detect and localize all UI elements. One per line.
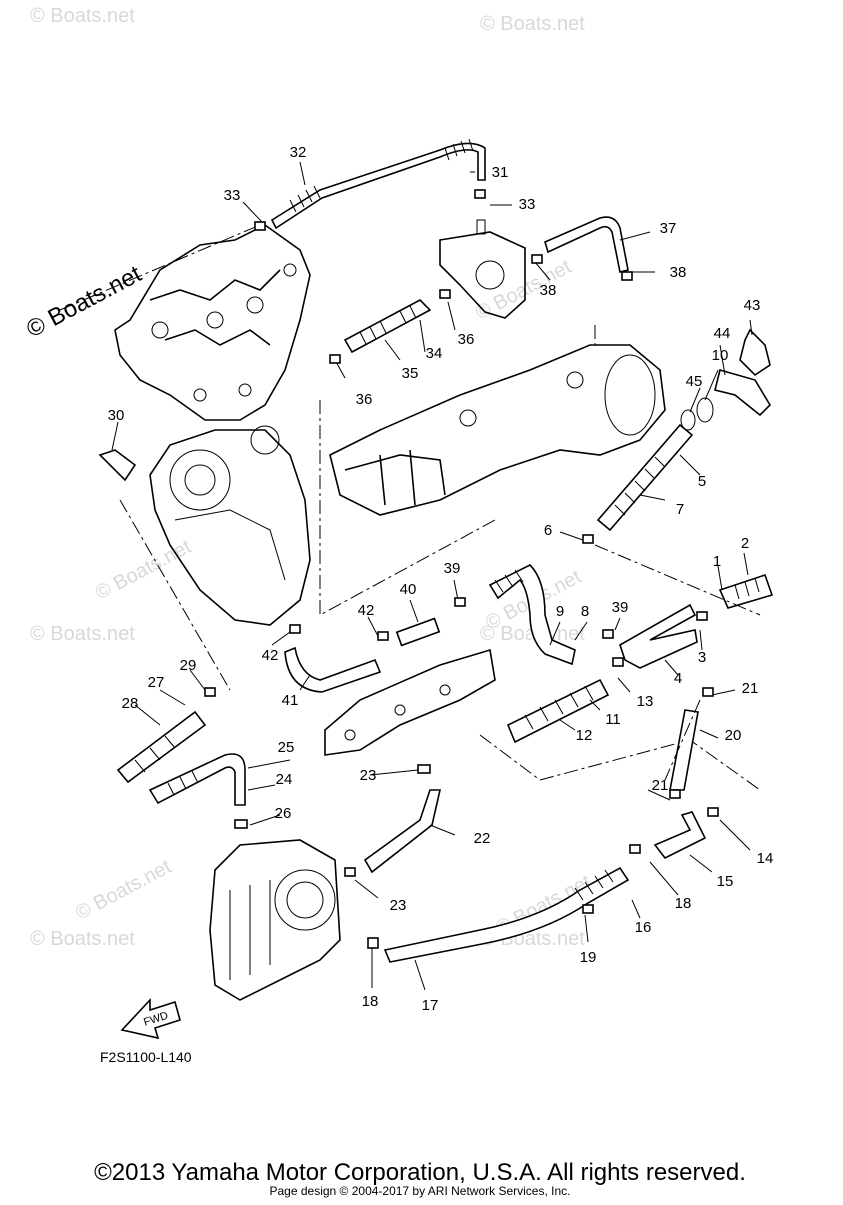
tee-15 [653,811,707,860]
diagram-id: F2S1100-L140 [100,1049,192,1065]
callout-20: 20 [725,727,742,744]
watermarks: © Boats.net © Boats.net © Boats.net © Bo… [30,5,595,950]
callout-15: 15 [717,873,734,890]
watermark: © Boats.net [30,5,135,27]
fitting-4 [619,603,698,669]
leader-lines [111,161,753,991]
hose-2 [718,573,774,609]
hose-24 [148,753,246,806]
callout-layer: 3231333337383836343536434410455763012394… [108,144,774,1014]
callout-32: 32 [290,144,307,161]
fwd-label: FWD [142,1010,170,1029]
callout-5: 5 [698,473,706,490]
callout-31: 31 [492,164,509,181]
seal-10 [696,397,714,423]
watermark: © Boats.net [30,928,135,950]
callout-25: 25 [278,739,295,756]
callout-24: 24 [276,771,293,788]
callout-38: 38 [670,264,687,281]
callout-28: 28 [122,695,139,712]
callout-4: 4 [674,670,682,687]
callout-18: 18 [675,895,692,912]
callout-41: 41 [282,692,299,709]
stator-housing [149,425,311,626]
hose-12 [506,678,610,744]
hose-17 [383,866,630,963]
watermark-main: © Boats.net [22,260,146,343]
copyright: ©2013 Yamaha Motor Corporation, U.S.A. A… [94,1159,746,1186]
callout-40: 40 [400,581,417,598]
callout-35: 35 [402,365,419,382]
callout-19: 19 [580,949,597,966]
callout-39: 39 [444,560,461,577]
hose-20 [669,709,699,791]
callout-7: 7 [676,501,684,518]
callout-22: 22 [474,830,491,847]
fwd-arrow: FWD [120,997,181,1040]
callout-26: 26 [275,805,292,822]
fitting-40 [395,617,441,647]
watermark: © Boats.net [72,856,175,925]
callout-11: 11 [605,711,621,728]
callout-43: 43 [744,297,761,314]
callout-37: 37 [660,220,677,237]
callout-10: 10 [712,347,729,364]
callout-23: 23 [360,767,377,784]
exhaust-pipe [329,344,666,516]
small-parts [204,189,719,949]
page-design: Page design © 2004-2017 by ARI Network S… [269,1184,570,1198]
fitting-43 [739,328,771,377]
callout-42: 42 [262,647,279,664]
clamp-30 [98,449,137,482]
callout-38: 38 [540,282,557,299]
exhaust-manifold [114,224,311,421]
hose-9 [488,564,576,666]
callout-3: 3 [698,649,706,666]
hose-35 [343,299,432,354]
hose-28 [116,710,207,784]
callout-36: 36 [356,391,373,408]
callout-12: 12 [576,727,593,744]
callout-23: 23 [390,897,407,914]
callout-9: 9 [556,603,564,620]
fitting-44 [714,369,772,417]
seal-45 [680,409,696,431]
watermark: © Boats.net [480,13,585,35]
watermark: © Boats.net [92,536,195,605]
intake-plate [324,648,496,756]
callout-39: 39 [612,599,629,616]
callout-44: 44 [714,325,731,342]
callout-17: 17 [422,997,439,1014]
callout-34: 34 [426,345,443,362]
callout-45: 45 [686,373,703,390]
callout-33: 33 [224,187,241,204]
callout-29: 29 [180,657,197,674]
pump-housing [209,839,341,1001]
callout-14: 14 [757,850,774,867]
callout-18: 18 [362,993,379,1010]
callout-33: 33 [519,196,536,213]
callout-6: 6 [544,522,552,539]
hose-32 [270,138,486,230]
callout-1: 1 [713,553,721,570]
watermark: © Boats.net [30,623,135,645]
hose-7 [596,423,694,532]
callout-27: 27 [148,674,165,691]
watermark: © Boats.net [472,256,575,325]
hose-41 [284,646,382,693]
callout-30: 30 [108,407,125,424]
callout-21: 21 [742,680,759,697]
callout-8: 8 [581,603,589,620]
callout-21: 21 [652,777,669,794]
callout-36: 36 [458,331,475,348]
hose-22 [363,789,442,874]
callout-13: 13 [637,693,654,710]
hose-37 [544,216,629,273]
water-block [439,219,526,319]
callout-16: 16 [635,919,652,936]
callout-42: 42 [358,602,375,619]
callout-2: 2 [741,535,749,552]
